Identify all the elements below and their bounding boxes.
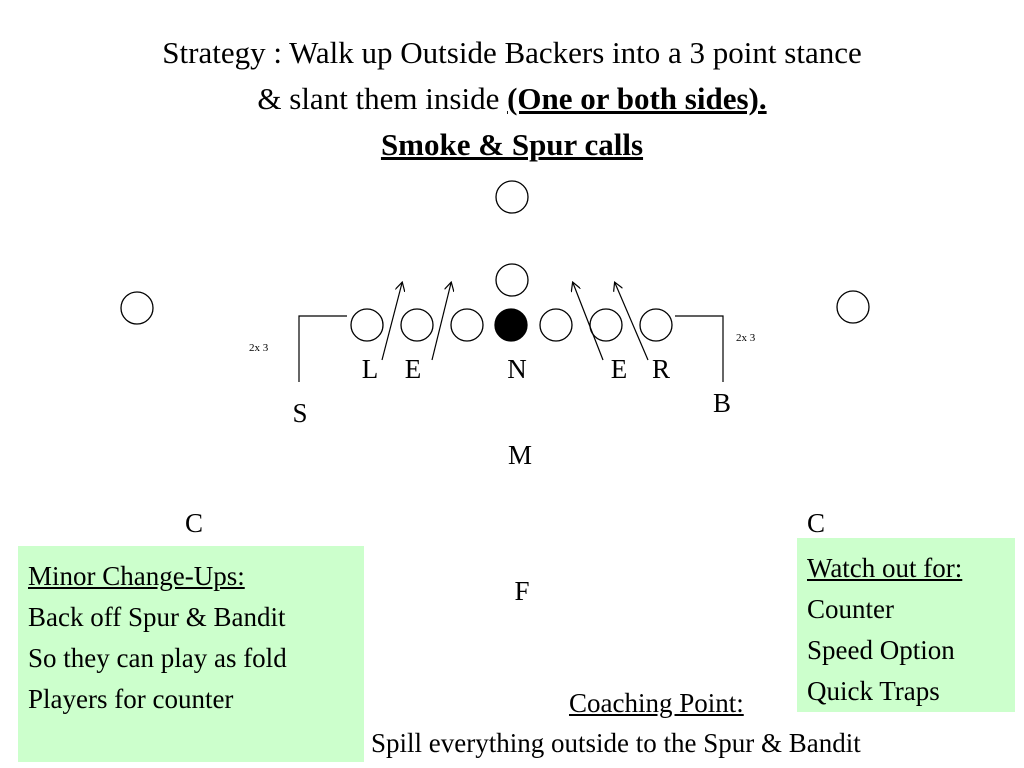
title-line-2: & slant them inside (One or both sides). (0, 76, 1024, 122)
watch-out-heading: Watch out for: (807, 553, 963, 583)
offense-lg-circle (450, 308, 484, 342)
title-line-2-plain: & slant them inside (257, 81, 508, 116)
watch-out-line-3: Quick Traps (807, 676, 940, 706)
title-line-2-emphasis: (One or both sides). (507, 81, 767, 116)
slant-arrow-r (615, 283, 649, 361)
defender-l-label: L (361, 354, 379, 384)
offense-center-circle (494, 308, 528, 342)
minor-change-ups-line-2: So they can play as fold (28, 643, 287, 673)
watch-out-box: Watch out for: Counter Speed Option Quic… (797, 538, 1015, 712)
defender-s-label: S (292, 398, 308, 428)
defender-m-label: M (507, 440, 533, 470)
slant-arrow-e-right (573, 283, 604, 361)
title-line-1: Strategy : Walk up Outside Backers into … (162, 35, 862, 70)
slant-arrow-e-left (431, 283, 451, 361)
defender-n-label: N (507, 354, 527, 384)
spur-alignment-line (298, 315, 347, 382)
slant-arrow-l (381, 283, 402, 361)
defender-e-left-label: E (404, 354, 422, 384)
defender-f-label: F (514, 576, 530, 606)
title-line-3: Smoke & Spur calls (380, 127, 644, 162)
defender-b-label: B (712, 388, 732, 418)
offense-te-right-circle (639, 308, 673, 342)
minor-change-ups-line-3: Players for counter (28, 684, 234, 714)
offense-rt-circle (589, 308, 623, 342)
coaching-point-text: Spill everything outside to the Spur & B… (371, 728, 861, 758)
offense-wr-right-circle (836, 290, 870, 324)
offense-rg-circle (539, 308, 573, 342)
minor-change-ups-heading: Minor Change-Ups: (28, 561, 245, 591)
coaching-point-heading: Coaching Point: (569, 688, 744, 718)
offense-lt-circle (400, 308, 434, 342)
split-label-right: 2x 3 (736, 332, 756, 344)
minor-change-ups-line-1: Back off Spur & Bandit (28, 602, 286, 632)
minor-change-ups-box: Minor Change-Ups: Back off Spur & Bandit… (18, 546, 364, 762)
defender-e-right-label: E (610, 354, 628, 384)
defender-r-label: R (651, 354, 671, 384)
watch-out-line-2: Speed Option (807, 635, 955, 665)
slide-title: Strategy : Walk up Outside Backers into … (0, 30, 1024, 168)
offense-wr-left-circle (120, 291, 154, 325)
defender-c-left-label: C (184, 508, 204, 538)
offense-te-left-circle (350, 308, 384, 342)
bandit-alignment-line (675, 315, 724, 382)
split-label-left: 2x 3 (249, 342, 269, 354)
offense-qb-circle (495, 180, 529, 214)
offense-back-circle (495, 263, 529, 297)
defender-c-right-label: C (806, 508, 826, 538)
watch-out-line-1: Counter (807, 594, 894, 624)
